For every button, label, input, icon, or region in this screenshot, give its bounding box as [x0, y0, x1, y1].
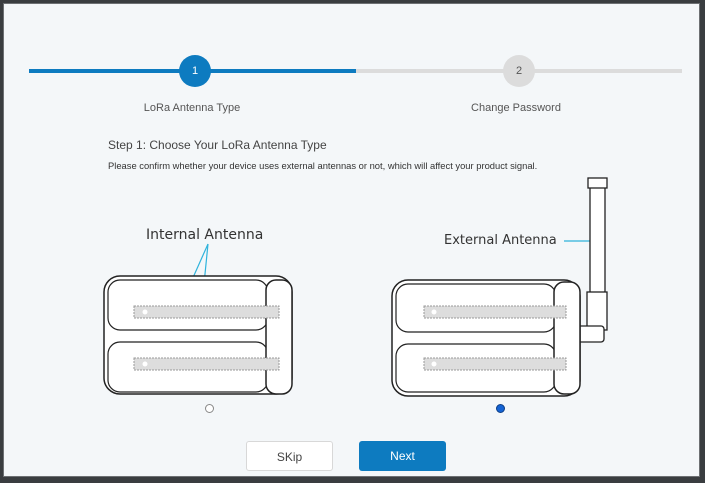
next-button[interactable]: Next	[359, 441, 446, 471]
step-1-label: LoRa Antenna Type	[143, 102, 241, 114]
step-title: Step 1: Choose Your LoRa Antenna Type	[108, 138, 327, 152]
setup-wizard-panel: 1 2 LoRa Antenna Type Change Password St…	[3, 3, 700, 477]
step-2-indicator: 2	[503, 55, 535, 87]
internal-antenna-device-illustration[interactable]: Internal Antenna	[96, 214, 306, 404]
external-antenna-device-illustration[interactable]: External Antenna	[382, 174, 622, 404]
step-2-label: Change Password	[471, 102, 561, 114]
external-antenna-label: External Antenna	[444, 233, 557, 248]
internal-antenna-radio[interactable]	[205, 404, 214, 413]
skip-button[interactable]: SKip	[246, 441, 333, 471]
external-antenna-radio[interactable]	[496, 404, 505, 413]
step-description: Please confirm whether your device uses …	[108, 160, 538, 171]
step-1-indicator: 1	[179, 55, 211, 87]
internal-antenna-label: Internal Antenna	[146, 227, 263, 243]
